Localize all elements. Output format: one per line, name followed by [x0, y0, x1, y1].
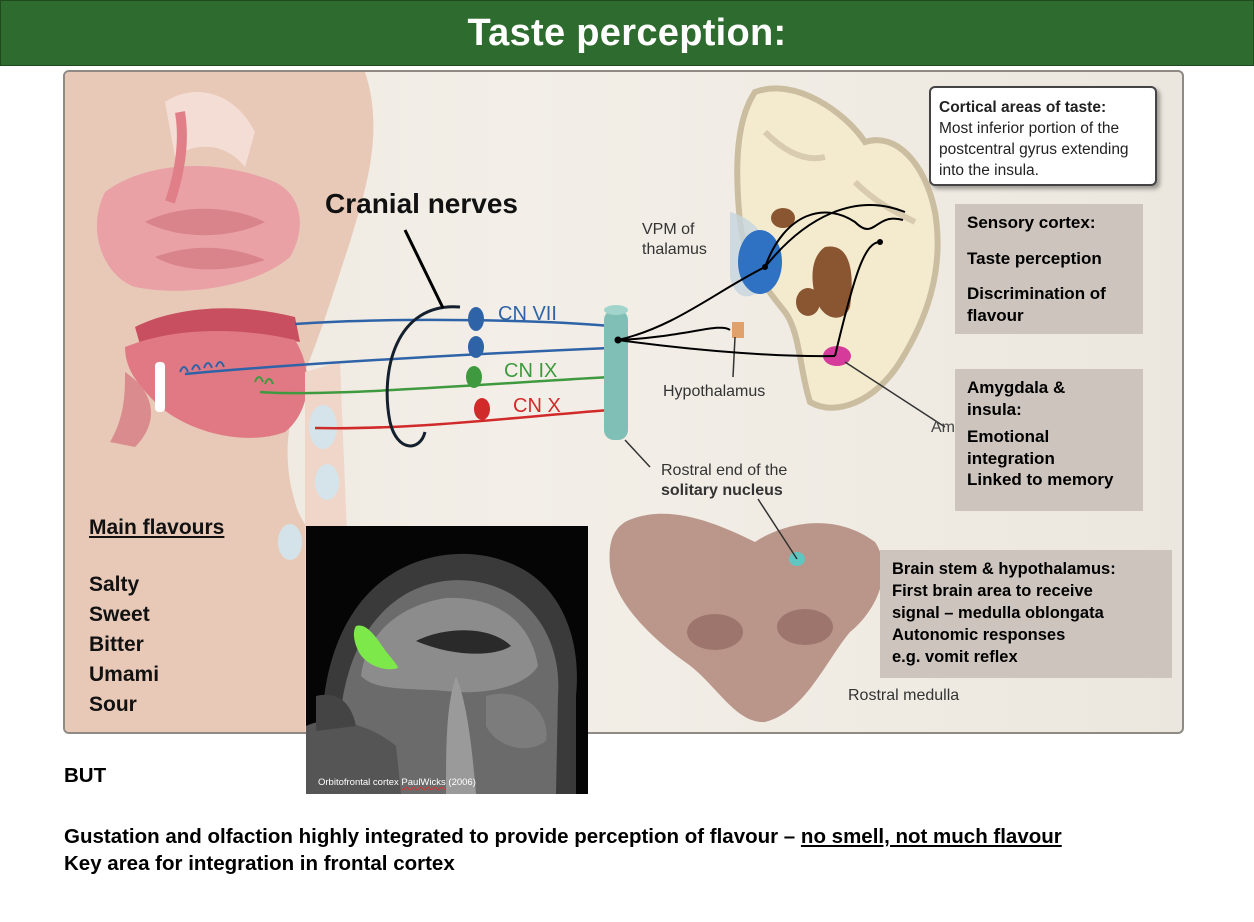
cn-ix-fiber [259, 375, 611, 395]
hypothalamus-mark [732, 322, 744, 338]
basal-ganglia [812, 246, 852, 318]
cn-ix-label: CN IX [504, 360, 558, 382]
mri-illustration [306, 553, 577, 794]
title-bar: Taste perception: [0, 0, 1254, 66]
cn-x-fiber [314, 408, 611, 430]
main-flavours-heading: Main flavours [89, 516, 225, 539]
tongue [125, 330, 308, 438]
sensory-cortex-box: Sensory cortex: Taste perception Discrim… [955, 204, 1143, 334]
cn-x-ganglion [474, 398, 490, 420]
callout-heading: Cortical areas of taste: [939, 99, 1107, 116]
orbitofrontal-highlight [353, 625, 398, 670]
taste-pathway-figure: Cranial nerves CN VII CN IX CN X VPM of … [63, 70, 1184, 734]
integration-line-1: Gustation and olfaction highly integrate… [64, 825, 1062, 848]
vertebrae [278, 405, 339, 560]
main-flavours-list: Main flavours Salty Sweet Bitter Umami S… [89, 516, 224, 720]
teeth [155, 362, 165, 412]
rostral-medulla-label: Rostral medulla [848, 687, 960, 704]
brainstem-box: Brain stem & hypothalamus: First brain a… [880, 550, 1172, 678]
mri-sagittal-image: Orbitofrontal cortex PaulWicks (2006) [306, 526, 588, 794]
hypothalamus-label: Hypothalamus [663, 383, 766, 400]
flavour-item: Bitter [89, 633, 144, 656]
flavour-item: Sweet [89, 603, 150, 626]
skull-bone [165, 92, 255, 167]
cn-vii-ganglion-2 [468, 336, 484, 358]
cn-vii-ganglion-1 [468, 307, 484, 331]
cn-vii-fiber-upper [294, 318, 611, 328]
cn-vii-label: CN VII [498, 303, 557, 325]
mri-caption: Orbitofrontal cortex PaulWicks (2006) [318, 777, 476, 788]
amygdala-insula-box: Amygdala & insula: Emotional integration… [955, 369, 1143, 511]
turbinates [145, 208, 265, 270]
flavour-item: Umami [89, 663, 160, 686]
cortical-areas-callout: Cortical areas of taste: Most inferior p… [929, 86, 1157, 186]
nasal-bone [165, 111, 187, 204]
lips [110, 372, 152, 447]
cn-vii-fiber-lower [184, 346, 611, 376]
cranial-nerves-pointer [403, 229, 445, 309]
vpm-label: VPM of thalamus [642, 221, 707, 258]
but-text: BUT [64, 764, 107, 787]
cranial-nerves-bracket [385, 305, 461, 448]
solitary-nucleus-label: Rostral end of the solitary nucleus [661, 462, 788, 499]
page-title: Taste perception: [467, 11, 787, 54]
cn-x-label: CN X [513, 395, 561, 417]
amygdala-mark [823, 346, 851, 366]
vpm-nucleus [738, 230, 782, 294]
solitary-nucleus-column [604, 310, 628, 440]
integration-line-2: Key area for integration in frontal cort… [64, 852, 455, 875]
flavour-item: Sour [89, 693, 137, 716]
flavour-item: Salty [89, 573, 140, 596]
cranial-nerves-label: Cranial nerves [325, 188, 518, 219]
cn-ix-ganglion [466, 366, 482, 388]
medulla-section [609, 513, 884, 723]
